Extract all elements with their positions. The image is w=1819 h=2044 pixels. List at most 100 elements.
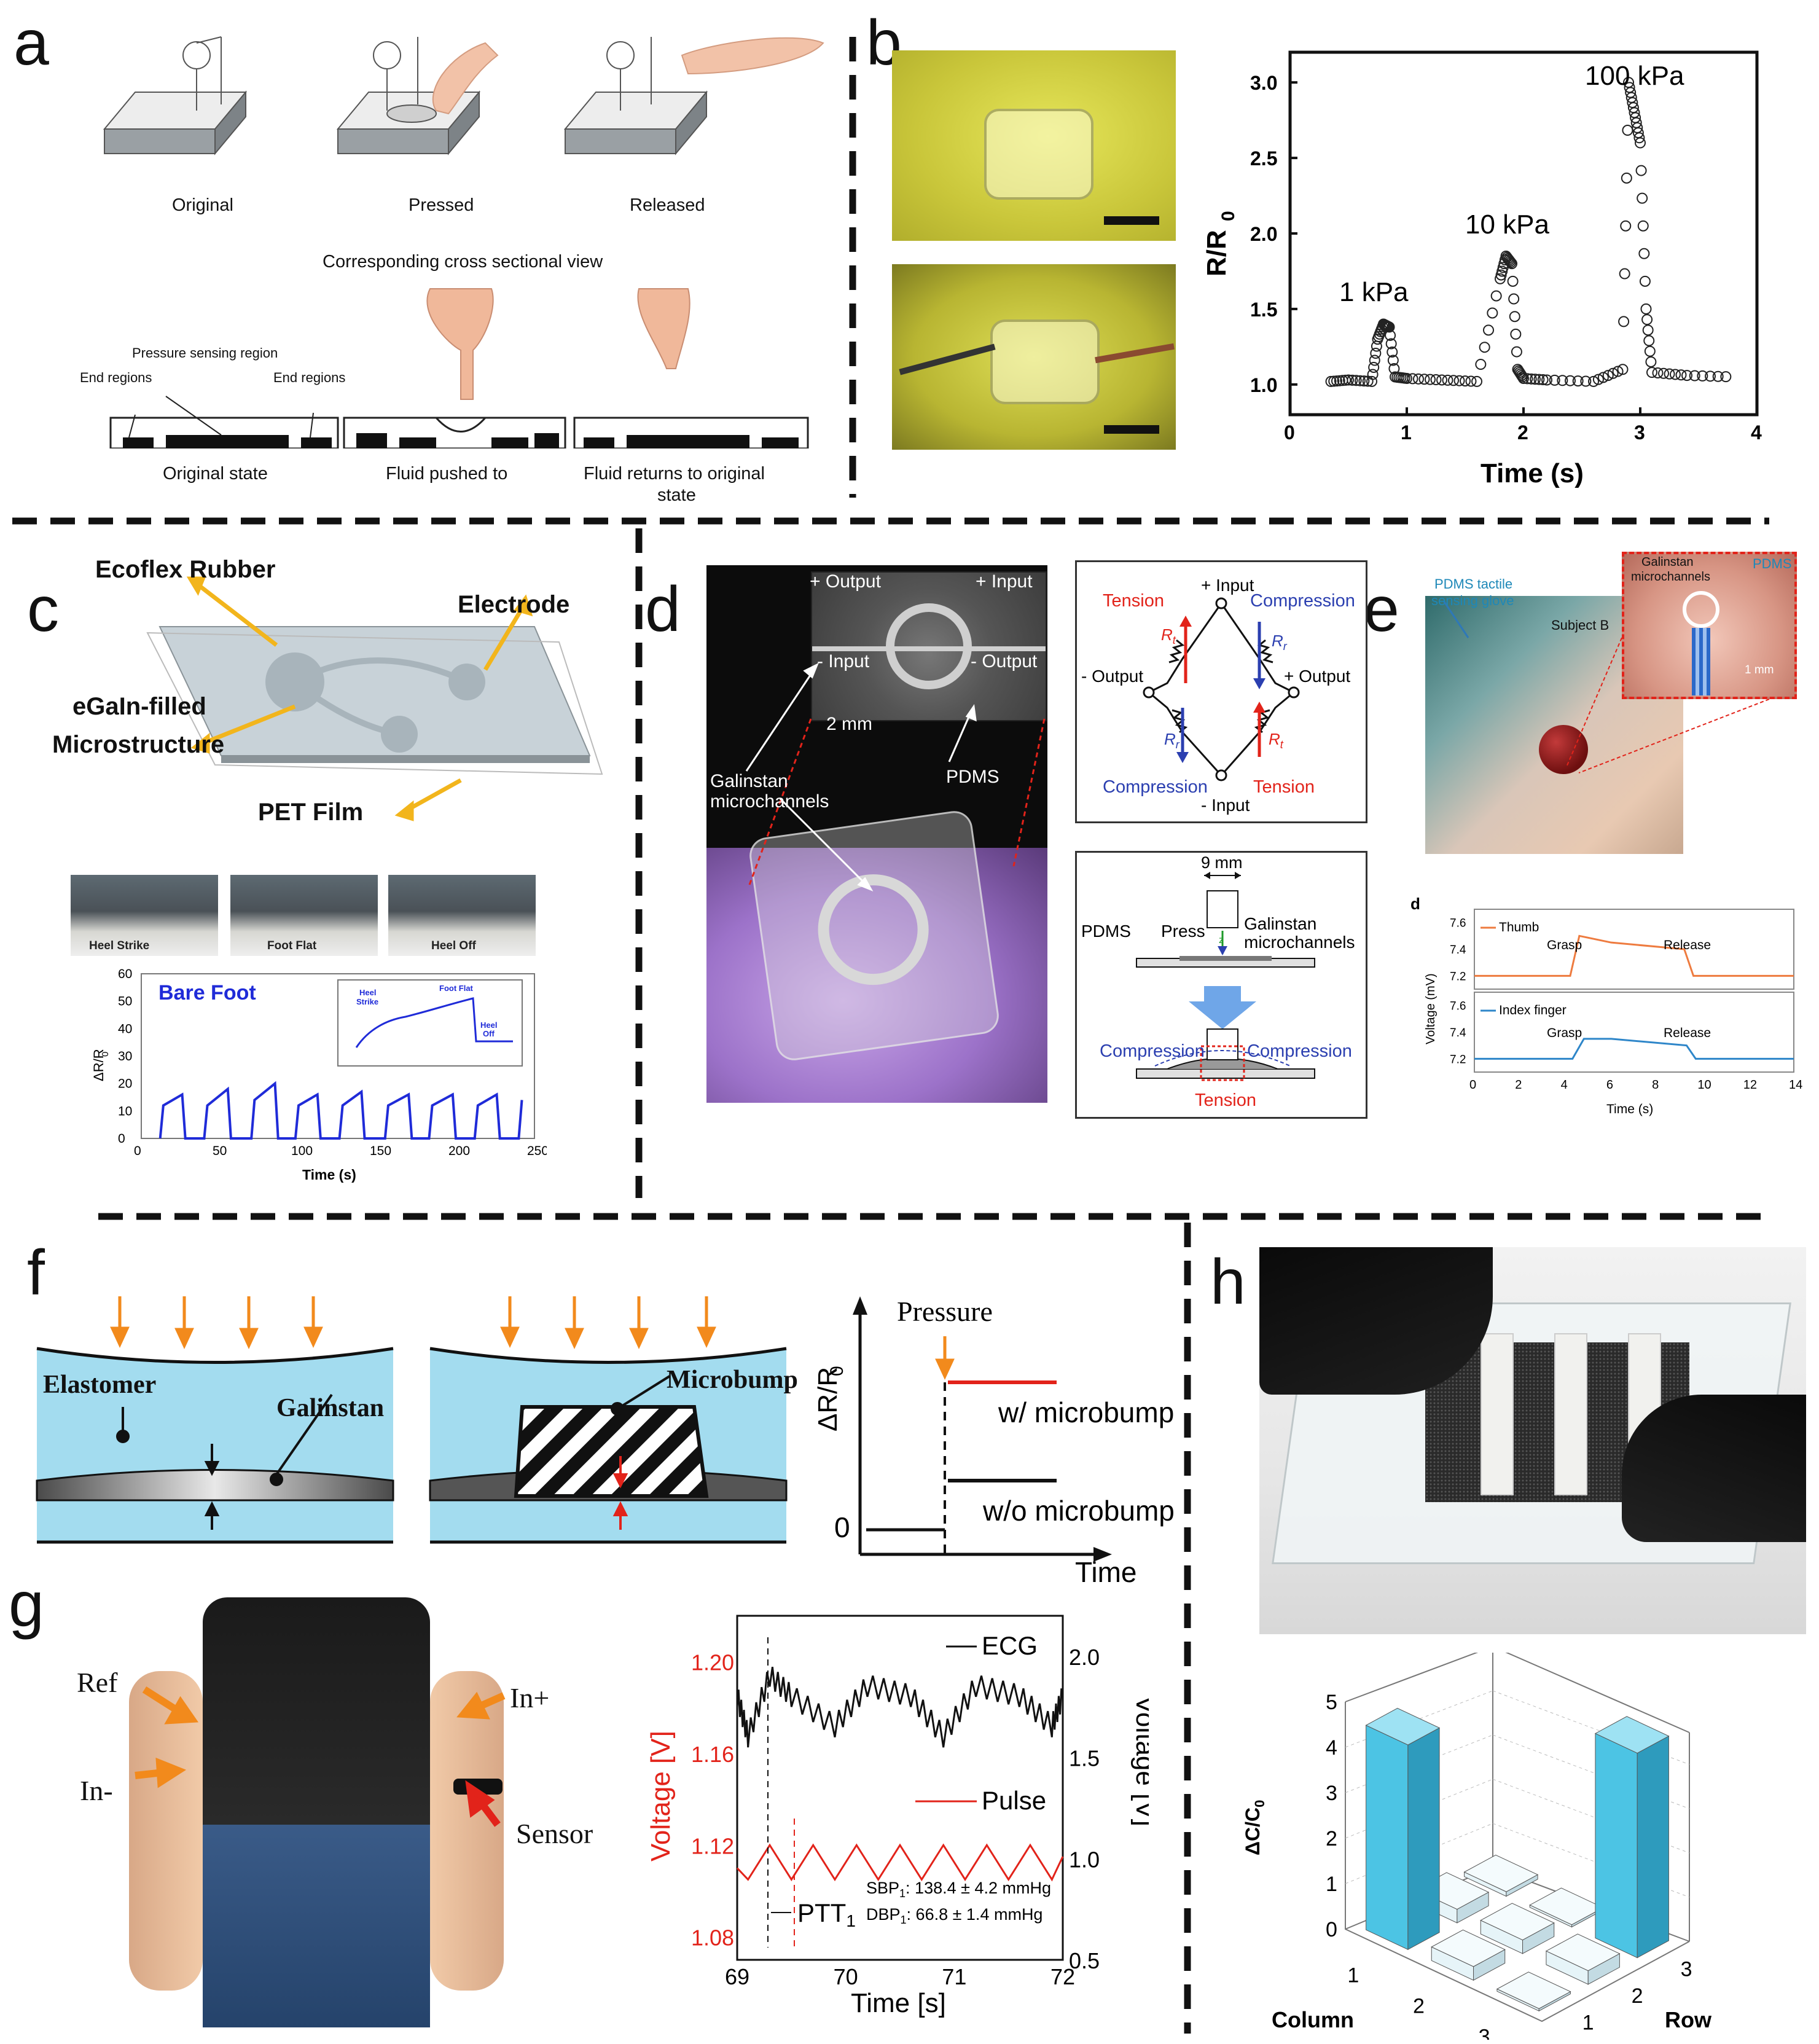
- d-photo-overlay: [745, 662, 1046, 891]
- e-frame-top: [1474, 909, 1794, 990]
- b-point: [1448, 375, 1459, 386]
- b-point: [1355, 375, 1366, 386]
- f-zero: 0: [834, 1511, 850, 1543]
- c-ylabel-sub: 0: [100, 1052, 111, 1057]
- block-original: [103, 36, 248, 155]
- b-ylabel-sub: 0: [1218, 211, 1238, 221]
- b-point: [1697, 370, 1708, 382]
- b-point: [1525, 373, 1537, 385]
- g-legend-pulse: Pulse: [982, 1786, 1046, 1815]
- b-point: [1588, 375, 1599, 387]
- e-sub-label: d: [1410, 895, 1420, 913]
- b-point: [1490, 290, 1502, 302]
- b-annot-10kpa: 10 kPa: [1465, 209, 1550, 240]
- g-series-pulse: [736, 1843, 1064, 1882]
- h-ztick: 1: [1326, 1873, 1337, 1896]
- e-xtick-label: 14: [1789, 1078, 1802, 1092]
- d-galinstan: Galinstan: [710, 771, 788, 791]
- h-col-tick: 1: [1347, 1964, 1359, 1987]
- b-point: [1387, 346, 1398, 358]
- g-jeans: [203, 1825, 430, 2027]
- d-bridge-r3: Rr: [1164, 730, 1180, 751]
- h-ztick: 4: [1326, 1736, 1337, 1760]
- g-label-in-plus: In+: [510, 1682, 550, 1713]
- e-xtick-label: 10: [1697, 1078, 1711, 1092]
- b-point: [1483, 324, 1494, 336]
- b-point: [1479, 342, 1490, 353]
- d-press-tension: Tension: [1195, 1091, 1256, 1110]
- f-ylabel: ΔR/R: [813, 1367, 843, 1431]
- h-bar-front: [1366, 1725, 1409, 1950]
- b-point: [1475, 359, 1487, 370]
- f-with-microbump: w/ microbump: [998, 1396, 1174, 1428]
- b-point: [1401, 373, 1412, 384]
- b-xtick-label: 0: [1284, 421, 1295, 444]
- h-finger-right: [1622, 1395, 1806, 1542]
- e-ytick-label-top: 7.4: [1450, 944, 1466, 957]
- h-bar-top: [1545, 1933, 1621, 1972]
- b-point: [1385, 338, 1397, 350]
- panel-label-a: a: [14, 7, 49, 79]
- b-point: [1436, 374, 1447, 386]
- b-point: [1425, 374, 1436, 385]
- b-point: [1504, 256, 1516, 267]
- b-point: [1418, 374, 1430, 385]
- b-ylabel: R/R: [1202, 230, 1232, 276]
- e-series-thumb: [1474, 934, 1794, 977]
- c-xtick-label: 0: [134, 1144, 141, 1158]
- b-point: [1516, 370, 1527, 382]
- d-minus-input: - Input: [817, 651, 870, 672]
- e-event-release-2: Release: [1664, 1026, 1711, 1040]
- e-cherry: [1539, 725, 1588, 774]
- h-ylabel: Row: [1665, 2007, 1712, 2032]
- b-point: [1533, 374, 1545, 385]
- scale-bar: [1104, 216, 1159, 225]
- b-ylabel-group: R/R 0: [1202, 211, 1238, 276]
- b-ytick-label: 3.0: [1250, 72, 1277, 94]
- g-xtick: 72: [1050, 1964, 1075, 1989]
- g-frame: [736, 1615, 1064, 1961]
- b-point: [1592, 374, 1604, 385]
- c-photo-caption-2: Foot Flat: [267, 939, 317, 952]
- e-label-microchannels: microchannels: [1631, 570, 1710, 584]
- d-bridge-plus-output: + Output: [1284, 667, 1350, 686]
- c-label-pet-film: PET Film: [258, 799, 364, 826]
- g-xtick: 71: [942, 1964, 966, 1989]
- c-ytick-label: 50: [118, 995, 132, 1009]
- b-point: [1635, 165, 1647, 176]
- h-col-tick: 3: [1479, 2026, 1490, 2040]
- c-inset-footflat: Foot Flat: [439, 984, 474, 993]
- d-bridge-r4: Rt: [1269, 730, 1284, 751]
- d-minus-output: - Output: [971, 651, 1038, 672]
- b-point: [1511, 346, 1522, 358]
- e-event-grasp-1: Grasp: [1547, 938, 1582, 952]
- b-point: [1442, 374, 1453, 386]
- e-event-grasp-2: Grasp: [1547, 1026, 1582, 1040]
- c-chart-title: Bare Foot: [158, 981, 256, 1004]
- b-point: [1430, 374, 1442, 386]
- h-row-tick: 2: [1632, 1984, 1643, 2008]
- h-electrode-1: [1481, 1333, 1514, 1495]
- d-plus-output: + Output: [810, 571, 881, 592]
- g-shirt: [203, 1597, 430, 1825]
- e-frame-bottom: [1474, 992, 1794, 1073]
- caption-fluid-returns: Fluid returns to original: [584, 464, 765, 484]
- h-col-tick: 2: [1413, 1995, 1425, 2018]
- c-ytick-label: 0: [118, 1132, 125, 1146]
- h-finger-left: [1259, 1247, 1493, 1395]
- c-xtick-label: 100: [291, 1144, 313, 1158]
- b-point: [1413, 373, 1424, 385]
- b-point: [1487, 307, 1498, 319]
- g-ptt: PTT1: [797, 1898, 856, 1930]
- b-annot-1kpa: 1 kPa: [1339, 277, 1409, 307]
- e-xtick-label: 8: [1652, 1078, 1659, 1092]
- b-point: [1557, 375, 1568, 386]
- c-photo-caption-3: Heel Off: [431, 939, 476, 952]
- e-label-1mm: 1 mm: [1745, 664, 1774, 676]
- h-bars: [1365, 1707, 1670, 2012]
- g-photo-arrows: [135, 1686, 506, 1827]
- block-released: [563, 37, 824, 155]
- b-point: [1343, 374, 1354, 386]
